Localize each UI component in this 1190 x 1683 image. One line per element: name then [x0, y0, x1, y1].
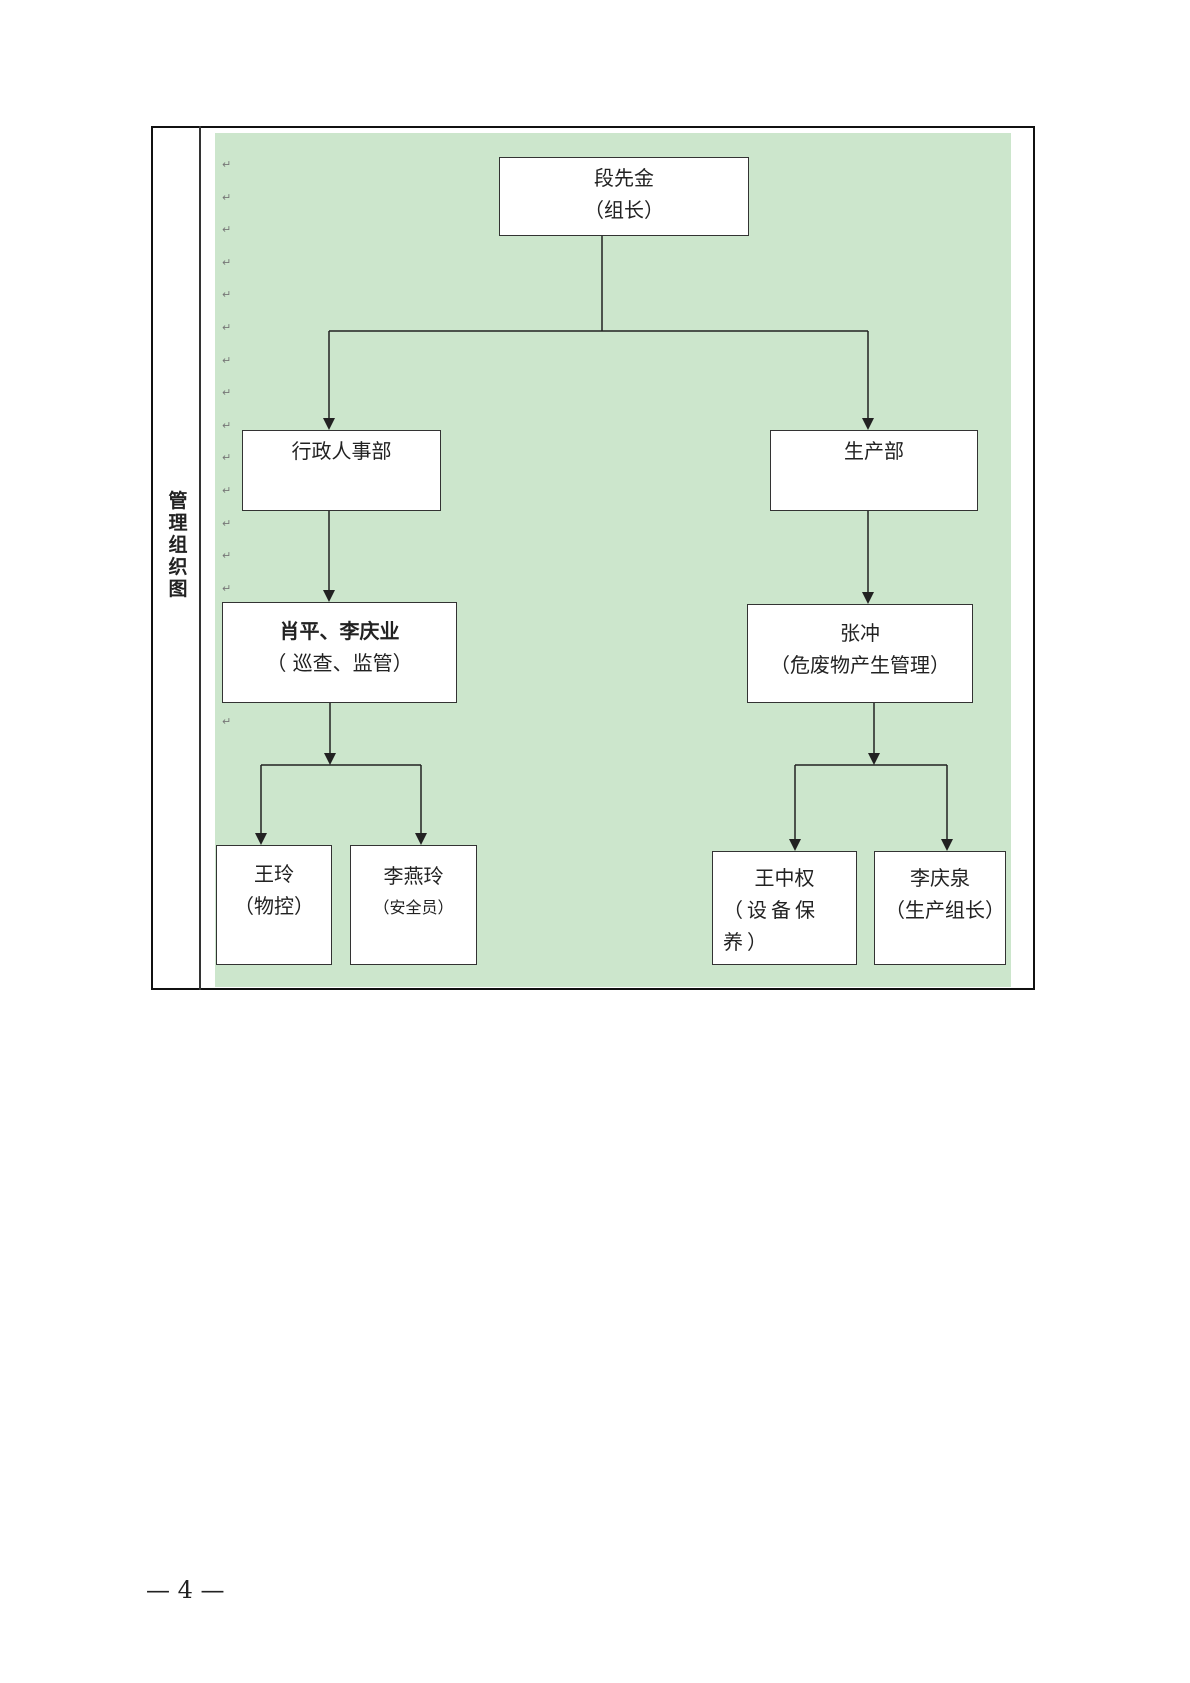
- org-node-leader: 段先金 （组长）: [499, 157, 749, 236]
- paragraph-marks: ↵ ↵ ↵ ↵ ↵ ↵ ↵ ↵ ↵ ↵ ↵ ↵ ↵ ↵ ↵: [222, 149, 231, 739]
- section-label: 管理组织图: [168, 490, 188, 600]
- paragraph-mark: ↵: [222, 158, 232, 171]
- org-node-production-lead: 张冲 （危废物产生管理）: [747, 604, 973, 703]
- node-role: （生产组长）: [885, 898, 1005, 922]
- org-node-staff: 李庆泉 （生产组长）: [874, 851, 1006, 965]
- page-number: — 4 —: [146, 1576, 225, 1604]
- node-name: 李庆泉: [910, 866, 970, 890]
- arrowhead: [941, 839, 953, 851]
- column-divider: [199, 126, 201, 990]
- paragraph-mark: ↵: [222, 581, 232, 595]
- node-name: 生产部: [844, 439, 904, 463]
- node-name: 行政人事部: [291, 439, 392, 463]
- node-role: （安全员）: [373, 898, 454, 917]
- paragraph-mark: ↵: [222, 288, 232, 302]
- paragraph-mark: ↵: [222, 386, 232, 400]
- arrowhead: [255, 833, 267, 845]
- node-role: （物控）: [234, 894, 314, 918]
- paragraph-mark: ↵: [222, 353, 232, 367]
- org-node-production-dept: 生产部: [770, 430, 978, 511]
- node-name: 王中权: [754, 866, 815, 890]
- node-role: （组长）: [584, 198, 664, 222]
- org-node-admin-lead: 肖平、李庆业 （ 巡查、监管）: [222, 602, 457, 703]
- node-name: 肖平、李庆业: [279, 619, 400, 643]
- node-name: 段先金: [594, 166, 654, 190]
- paragraph-mark: ↵: [222, 320, 232, 334]
- paragraph-mark: ↵: [222, 516, 232, 530]
- arrowhead: [323, 590, 335, 602]
- node-role: （ 巡查、监管）: [266, 651, 413, 675]
- org-node-staff: 王玲 （物控）: [216, 845, 332, 965]
- node-name: 李燕玲: [383, 864, 444, 888]
- node-name: 王玲: [254, 862, 294, 886]
- node-role: （危废物产生管理）: [770, 653, 950, 677]
- node-role: （设备保养）: [723, 898, 819, 954]
- org-node-staff: 王中权 （设备保养）: [712, 851, 857, 965]
- node-name: 张冲: [840, 621, 880, 645]
- paragraph-mark: ↵: [222, 190, 232, 204]
- org-node-admin-dept: 行政人事部: [242, 430, 441, 511]
- paragraph-mark: ↵: [222, 549, 232, 563]
- arrowhead: [789, 839, 801, 851]
- table-frame: [151, 126, 1035, 990]
- arrowhead: [324, 753, 336, 765]
- chart-background: [215, 133, 1011, 987]
- paragraph-mark: ↵: [222, 483, 232, 497]
- paragraph-mark: ↵: [222, 451, 232, 465]
- arrowhead: [862, 418, 874, 430]
- paragraph-mark: ↵: [222, 418, 232, 432]
- arrowhead: [868, 753, 880, 765]
- arrowhead: [862, 592, 874, 604]
- org-node-staff: 李燕玲 （安全员）: [350, 845, 477, 965]
- arrowhead: [323, 418, 335, 430]
- paragraph-mark: ↵: [222, 715, 232, 729]
- arrowhead: [415, 833, 427, 845]
- paragraph-mark: ↵: [222, 223, 232, 237]
- paragraph-mark: ↵: [222, 255, 232, 269]
